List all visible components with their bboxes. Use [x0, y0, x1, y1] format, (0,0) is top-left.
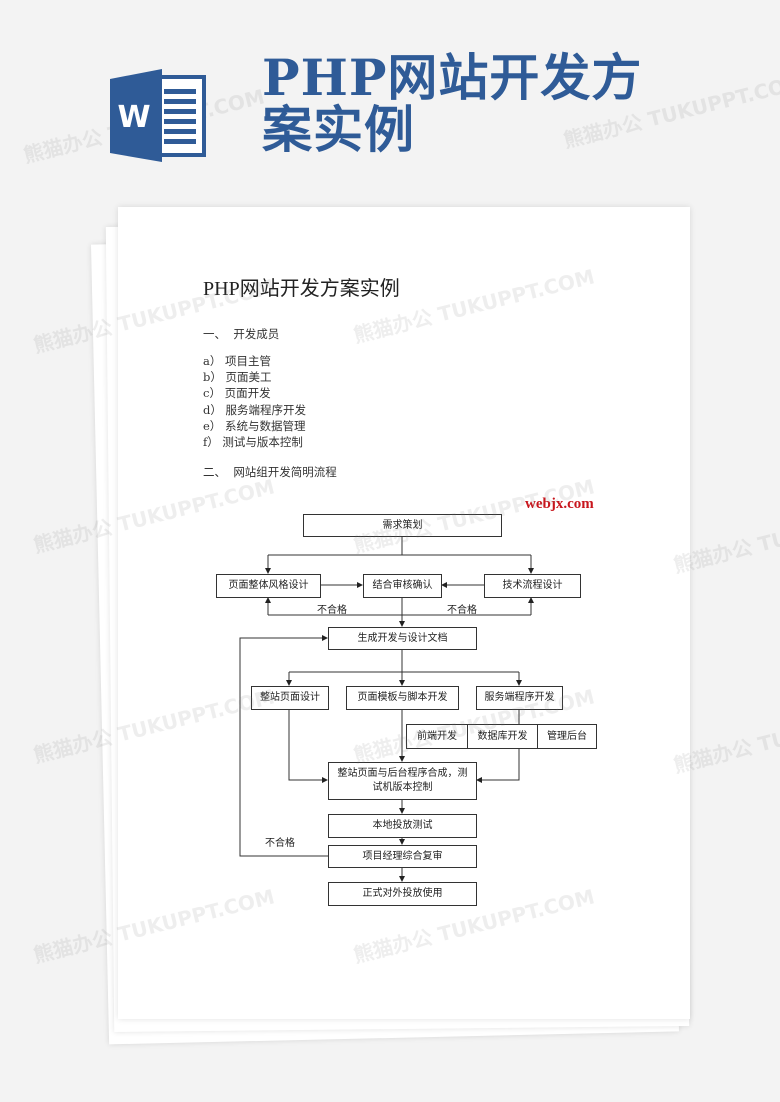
- flow-step-pm-review: 项目经理综合复审: [328, 845, 477, 868]
- document-title: PHP网站开发方案实例: [203, 278, 400, 300]
- flow-step-database: 数据库开发: [467, 724, 538, 749]
- member-list: a） 项目主管 b） 页面美工 c） 页面开发 d） 服务端程序开发 e） 系统…: [203, 353, 306, 450]
- flow-step-requirements: 需求策划: [303, 514, 502, 537]
- flow-step-docs: 生成开发与设计文档: [328, 627, 477, 650]
- flow-step-template-dev: 页面模板与脚本开发: [346, 686, 459, 710]
- flow-step-site-design: 整站页面设计: [251, 686, 329, 710]
- list-item: b） 页面美工: [203, 370, 272, 385]
- hero-title: PHP网站开发方案实例: [262, 48, 643, 159]
- section-heading-2: 二、 网站组开发简明流程: [203, 464, 337, 480]
- list-item: d） 服务端程序开发: [203, 402, 307, 417]
- list-item: c） 页面开发: [203, 386, 271, 401]
- svg-text:W: W: [117, 100, 150, 135]
- flow-step-style-design: 页面整体风格设计: [216, 574, 321, 598]
- fail-label: 不合格: [447, 605, 477, 616]
- flow-step-review: 结合审核确认: [363, 574, 442, 598]
- flow-step-local-test: 本地投放测试: [328, 814, 477, 838]
- brand-label: webjx.com: [525, 496, 594, 512]
- section-title: 网站组开发简明流程: [233, 465, 337, 479]
- section-number: 二、: [203, 465, 226, 479]
- list-item: e） 系统与数据管理: [203, 418, 306, 433]
- flow-step-tech-design: 技术流程设计: [484, 574, 581, 598]
- section-heading-1: 一、 开发成员: [203, 326, 279, 342]
- flow-step-admin: 管理后台: [537, 724, 597, 749]
- section-title: 开发成员: [233, 327, 280, 341]
- flow-step-integration: 整站页面与后台程序合成，测试机版本控制: [328, 762, 477, 800]
- list-item: f） 测试与版本控制: [203, 435, 303, 450]
- section-number: 一、: [203, 327, 226, 341]
- fail-label: 不合格: [317, 605, 347, 616]
- flow-step-server-dev: 服务端程序开发: [476, 686, 563, 710]
- fail-label: 不合格: [265, 838, 295, 849]
- word-icon: W: [110, 69, 208, 162]
- flow-step-release: 正式对外投放使用: [328, 882, 477, 906]
- list-item: a） 项目主管: [203, 354, 272, 368]
- flow-step-frontend: 前端开发: [406, 724, 468, 749]
